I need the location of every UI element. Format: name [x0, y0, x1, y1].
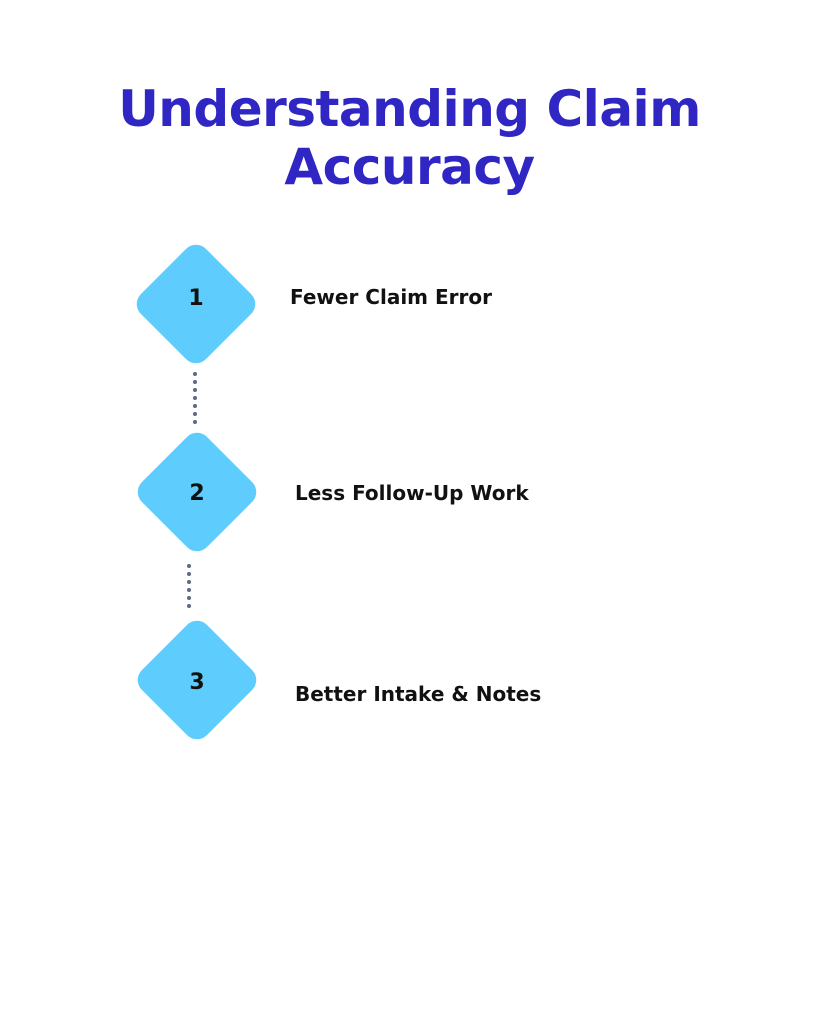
connector-dot	[193, 388, 197, 392]
connector-dot	[193, 380, 197, 384]
connector-dot	[187, 604, 191, 608]
step-3-number: 3	[189, 670, 205, 695]
page-title-line-2: Accuracy	[284, 138, 535, 196]
connector-dot	[193, 396, 197, 400]
page-title-line-1: Understanding Claim	[118, 80, 701, 138]
connector-dot	[187, 580, 191, 584]
connector-dot	[187, 564, 191, 568]
connector-dot	[193, 372, 197, 376]
page-title: Understanding Claim Accuracy	[0, 80, 819, 196]
connector-dot	[193, 412, 197, 416]
connector-dot	[193, 404, 197, 408]
connector-dots-2-3	[187, 564, 191, 612]
connector-dots-1-2	[193, 372, 197, 428]
connector-dot	[187, 572, 191, 576]
connector-dot	[187, 588, 191, 592]
step-2-label: Less Follow-Up Work	[295, 481, 529, 505]
step-2-number: 2	[189, 481, 205, 506]
step-3-label: Better Intake & Notes	[295, 682, 542, 706]
connector-dot	[193, 420, 197, 424]
step-1-label: Fewer Claim Error	[290, 285, 492, 309]
connector-dot	[187, 596, 191, 600]
step-1-number: 1	[188, 286, 204, 311]
